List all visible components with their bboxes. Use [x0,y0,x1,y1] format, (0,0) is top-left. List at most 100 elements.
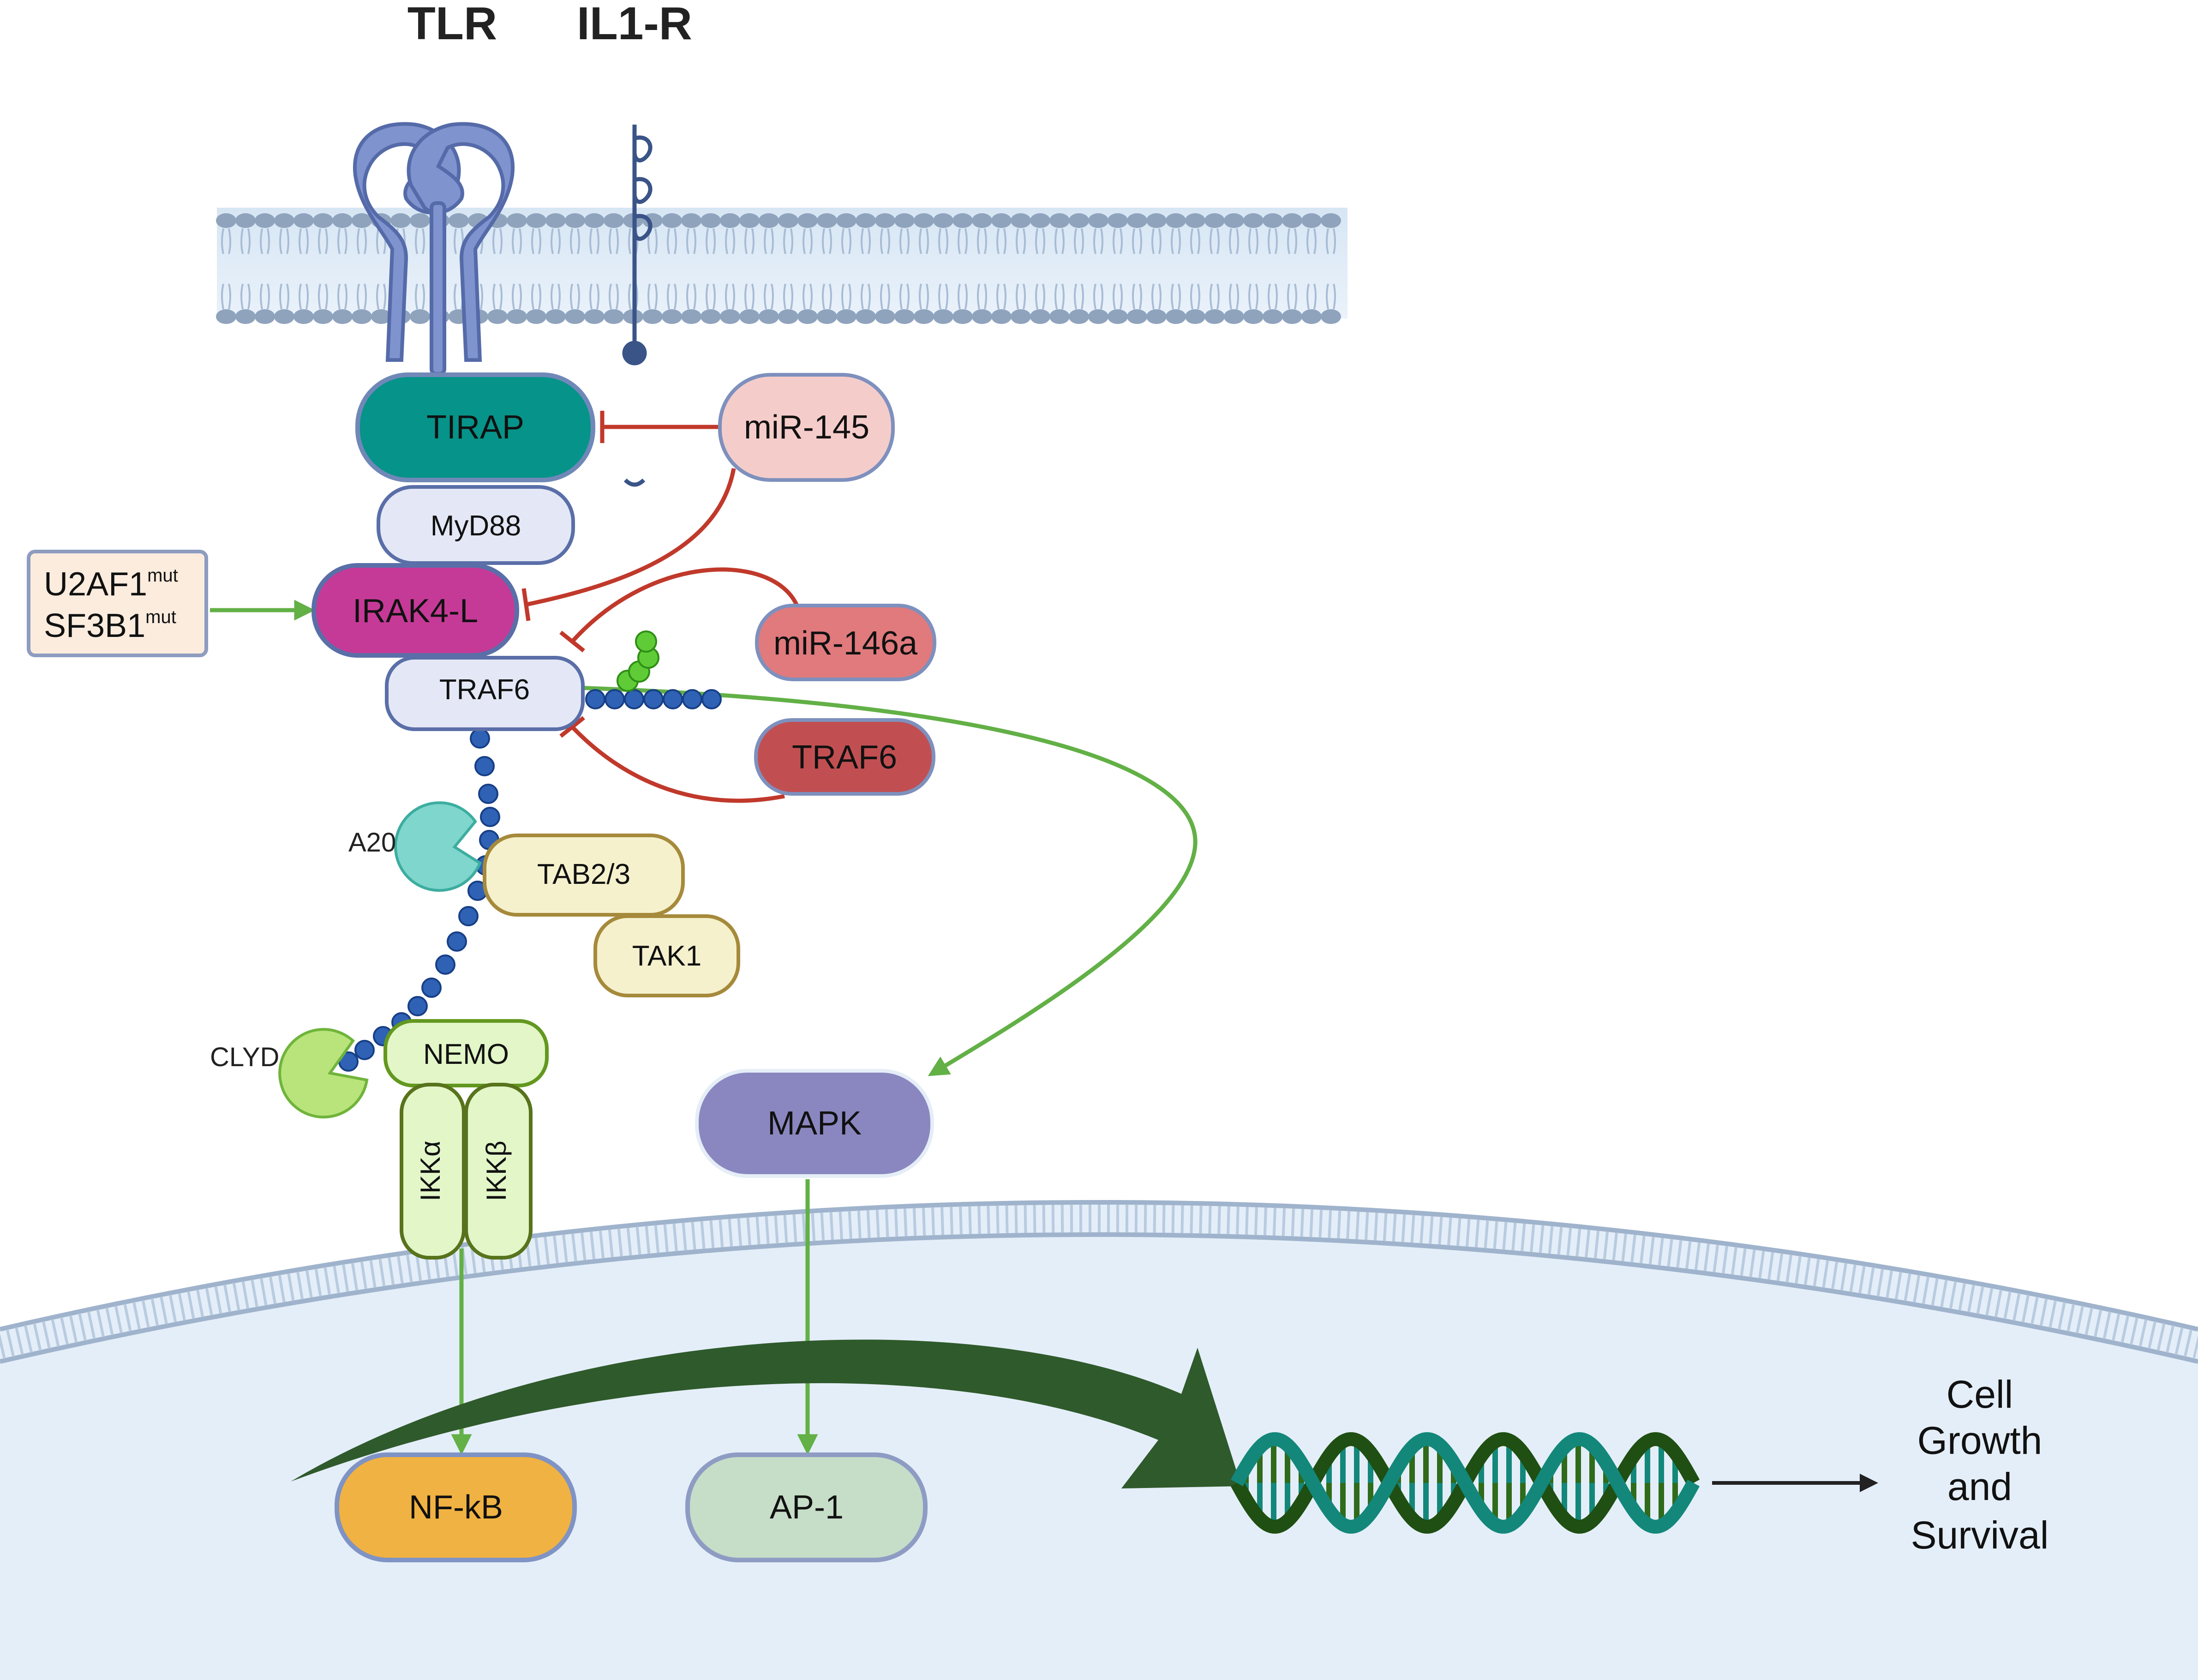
lipid-tail [647,283,658,310]
mir145-node: miR-145 [718,373,895,482]
lipid-head [216,309,236,324]
lipid-tail [803,228,813,254]
lipid-tail [1113,283,1123,310]
lipid-head [507,213,527,228]
lipid-tail [1016,228,1026,254]
lipid-head [216,213,236,228]
lipid-head [972,309,992,324]
lipid-head [1088,213,1108,228]
lipid-head [836,309,856,324]
clyd-label: CLYD [210,1042,279,1072]
lipid-tail [357,228,367,254]
lipid-tail [686,228,696,254]
lipid-tail [279,228,289,254]
ubiquitin-bead [478,784,498,804]
lipid-head [1049,309,1070,324]
lipid-tail [744,283,755,310]
lipid-head [681,309,701,324]
outcome-line-1: Cell [1946,1373,2013,1416]
lipid-head [1030,309,1050,324]
lipid-tail [531,228,541,254]
lipid-tail [299,283,309,310]
lipid-tail [1268,283,1278,310]
lipid-head [1321,213,1341,228]
lipid-tail [492,228,503,254]
lipid-head [914,309,934,324]
lipid-tail [996,228,1006,254]
lipid-tail [744,228,755,254]
lipid-head [1108,309,1128,324]
lipid-tail [221,228,231,254]
lipid-head [584,309,605,324]
lipid-head [894,213,915,228]
lipid-head [526,309,546,324]
outcome-label: Cell Growth and Survival [1911,1373,2049,1557]
nemo-label: NEMO [423,1038,509,1070]
lipid-head [797,309,818,324]
ubiquitin-bead [458,906,479,926]
lipid-head [274,309,294,324]
outcome-line-3: and [1947,1465,2012,1508]
a20-enzyme: A20 [348,801,482,892]
sf3b1-label: SF3B1mut [44,607,176,644]
lipid-tail [570,228,580,254]
lipid-tail [1287,283,1297,310]
lipid-tail [337,228,347,254]
lipid-head [410,213,430,228]
lipid-head [759,309,779,324]
lipid-tail [764,283,774,310]
lipid-head [894,309,915,324]
lipid-tail [337,283,347,310]
lipid-head [487,309,508,324]
lipid-tail [1054,228,1065,254]
lipid-tail [1171,228,1181,254]
ubiquitin-bead [354,1040,375,1060]
mir146a-node: miR-146a [755,604,936,681]
ubiquitin-bead [643,689,664,709]
ap1-node: AP-1 [685,1452,928,1562]
il1r-label: IL1-R [577,0,692,49]
lipid-head [759,213,779,228]
lipid-tail [1016,283,1026,310]
lipid-tail [725,228,735,254]
lipid-tail [1306,283,1317,310]
tak1-node: TAK1 [593,914,740,997]
traf6-self-inhibits [570,725,785,803]
lipid-head [1224,213,1244,228]
irak4l-node: IRAK4-L [311,563,519,658]
lipid-head [1282,213,1302,228]
lipid-tail [977,228,987,254]
lipid-tail [357,283,367,310]
polyubiquitin-chain [338,728,500,1072]
lipid-tail [764,228,774,254]
lipid-head [1069,213,1089,228]
lipid-head [604,309,624,324]
lipid-head [739,213,760,228]
lipid-head [1282,309,1302,324]
lipid-tail [415,283,425,310]
lipid-head [293,309,314,324]
lipid-head [1166,309,1186,324]
lipid-tail [880,283,890,310]
lipid-head [545,309,566,324]
lipid-head [991,309,1012,324]
lipid-head [352,309,372,324]
lipid-head [604,213,624,228]
lipid-tail [958,228,968,254]
ubiquitin-bead [624,689,644,709]
lipid-head [933,213,953,228]
lipid-head [720,213,740,228]
lipid-tail [1210,228,1220,254]
lipid-head [933,309,953,324]
ap1-label: AP-1 [770,1489,844,1526]
lipid-head [1049,213,1070,228]
lipid-tail [996,283,1006,310]
lipid-head [1146,309,1167,324]
dna-helix [1230,1432,1700,1534]
ubiquitin-bead [474,756,495,776]
lipid-head [565,309,585,324]
mir145-inhibits-irak4l [526,468,736,607]
lipid-tail [1132,228,1142,254]
lipid-head [797,213,818,228]
